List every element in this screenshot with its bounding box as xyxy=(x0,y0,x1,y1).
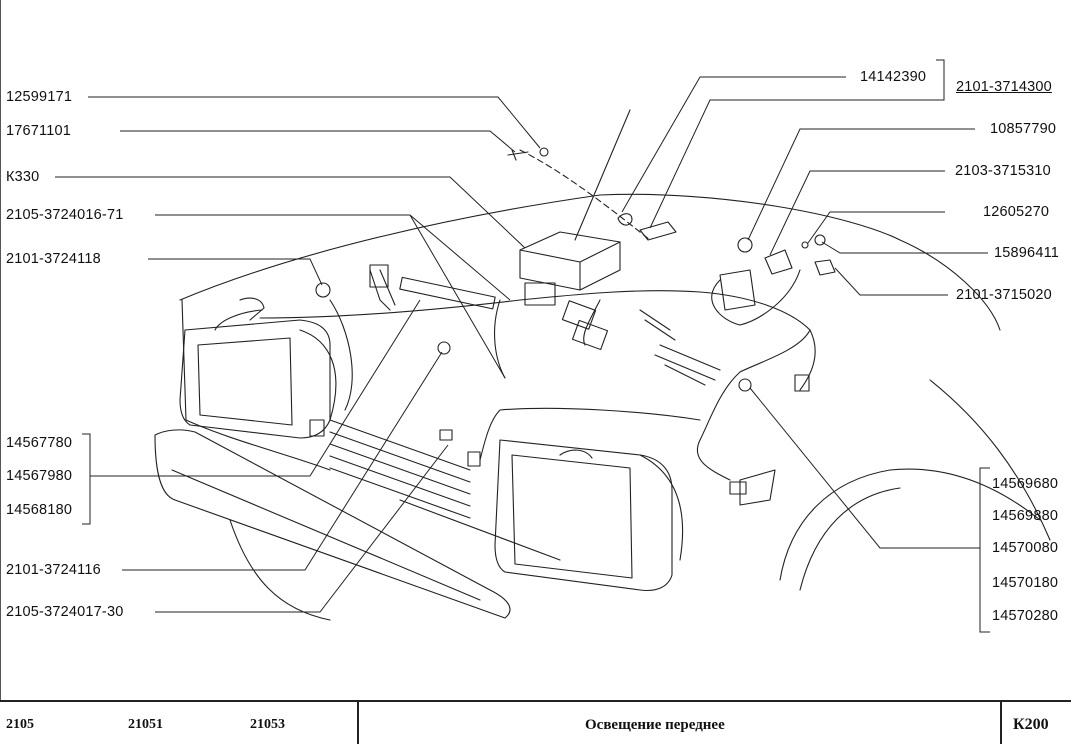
reservoir xyxy=(719,269,756,311)
connector-b xyxy=(369,264,389,288)
grille-slats xyxy=(329,419,561,561)
part-label: 2105-3724017-30 xyxy=(6,604,124,620)
part-assembly-label: 2101-3714300 xyxy=(956,79,1052,95)
divider xyxy=(357,700,359,744)
harness-branch-4 xyxy=(711,269,801,326)
front-lighting-diagram xyxy=(55,59,1051,633)
model-code-3: 21053 xyxy=(250,717,285,732)
grommet-left xyxy=(315,282,331,298)
fender-curve xyxy=(929,379,1051,541)
harness-branch-3 xyxy=(479,407,701,461)
part-label: 14570280 xyxy=(992,608,1059,624)
wing-arc xyxy=(779,468,1041,581)
connector-h xyxy=(309,419,325,437)
grommet-right xyxy=(738,378,752,392)
frame-border xyxy=(0,0,1,700)
model-code-1: 2105 xyxy=(6,717,34,732)
main-harness xyxy=(259,290,811,331)
harness-branch-1 xyxy=(699,329,811,441)
bumper xyxy=(154,429,511,619)
harness-branch-5 xyxy=(583,299,601,346)
part-label: 14567980 xyxy=(6,468,73,484)
bulb-lamp xyxy=(617,213,633,226)
harness-branch-10 xyxy=(369,269,396,311)
grommet-center xyxy=(437,341,451,355)
part-label: 2101-3724116 xyxy=(6,562,101,578)
part-label: 14567780 xyxy=(6,435,73,451)
part-label: 10857790 xyxy=(990,121,1057,137)
title-block: 2105 21051 21053 Освещение переднее К200 xyxy=(0,700,1071,744)
part-label: 2105-3724016-71 xyxy=(6,207,124,223)
dashed-line xyxy=(519,149,651,241)
bulb-round xyxy=(737,237,753,253)
harness-branch-7 xyxy=(329,299,353,411)
windshield-line xyxy=(574,109,631,241)
right-headlamp xyxy=(494,439,684,592)
part-label: 2101-3724118 xyxy=(6,251,101,267)
harness-branch-6 xyxy=(494,299,506,379)
harness-branch-8 xyxy=(799,329,816,391)
divider xyxy=(1000,700,1002,744)
connector-i xyxy=(729,481,747,495)
wing-arc-2 xyxy=(799,487,901,591)
connector-a xyxy=(399,276,496,310)
connector-g xyxy=(467,451,481,467)
bumper-line xyxy=(171,469,481,601)
connector-f xyxy=(439,429,453,441)
switch-part xyxy=(764,249,793,275)
screw-top xyxy=(507,149,529,161)
part-label: 14569880 xyxy=(992,508,1059,524)
section-code: К200 xyxy=(1013,716,1049,733)
cap-nut xyxy=(814,234,826,246)
part-label: 14570180 xyxy=(992,575,1059,591)
part-label: 12605270 xyxy=(983,204,1050,220)
connector-d xyxy=(561,300,597,330)
part-label: 2103-3715310 xyxy=(955,163,1051,179)
hood-front-edge xyxy=(181,299,331,471)
part-label: 12599171 xyxy=(6,89,73,105)
small-nut xyxy=(801,241,809,249)
lower-body xyxy=(229,519,331,621)
part-label: 14568180 xyxy=(6,502,73,518)
sensor-part xyxy=(814,259,836,276)
connector-e xyxy=(571,319,609,351)
part-label: К330 xyxy=(6,169,40,185)
relay-block xyxy=(519,231,621,291)
part-label: 14570080 xyxy=(992,540,1059,556)
bracket xyxy=(739,469,776,506)
model-code-2: 21051 xyxy=(128,717,163,732)
connector-c xyxy=(524,282,556,306)
section-title: Освещение переднее xyxy=(585,717,725,733)
washer-top xyxy=(539,147,549,157)
part-label: 15896411 xyxy=(994,245,1060,261)
harness-branch-2 xyxy=(696,439,731,481)
part-label: 14569680 xyxy=(992,476,1059,492)
lamp-socket xyxy=(639,221,677,241)
harness-branch-11 xyxy=(639,309,676,341)
hood-outline xyxy=(179,193,1001,331)
part-label: 2101-3715020 xyxy=(956,287,1052,303)
left-headlamp xyxy=(179,297,337,439)
harness-branch-9 xyxy=(654,344,721,386)
connector-j xyxy=(794,374,810,392)
part-label: 14142390 xyxy=(860,69,927,85)
part-label: 17671101 xyxy=(6,123,72,139)
